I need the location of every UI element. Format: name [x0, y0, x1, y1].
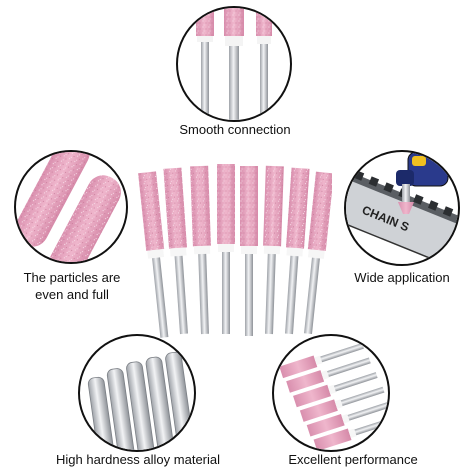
chainsaw-sharpening-image: CHAIN S [346, 152, 458, 264]
caption-performance: Excellent performance [288, 452, 418, 467]
detail-circle-wide-application: CHAIN S [344, 150, 460, 266]
caption-alloy-material: High hardness alloy material [55, 452, 221, 467]
grinding-stone-8 [304, 171, 332, 335]
grinding-stone-2 [163, 167, 188, 335]
product-set-8-grinding-stones [138, 164, 332, 338]
grinding-stone-3 [190, 165, 211, 335]
stacked-stones-image [279, 342, 388, 450]
caption-wide-application: Wide application [354, 270, 450, 285]
detail-circle-performance [272, 334, 390, 452]
detail-circle-alloy-material [78, 334, 196, 452]
caption-particles-line1: The particles are [23, 270, 121, 285]
grinding-stone-6 [263, 165, 284, 335]
alloy-shafts-closeup-image [87, 351, 194, 450]
stone-tips-closeup-image [196, 8, 272, 120]
detail-circle-smooth-connection [176, 6, 292, 122]
caption-particles-line2: even and full [35, 287, 109, 302]
grinding-stone-7 [285, 167, 310, 335]
detail-circle-particles [14, 150, 128, 264]
grinding-stone-1 [138, 171, 169, 338]
grinding-stone-5 [240, 166, 258, 336]
grinding-stone-4 [217, 164, 235, 334]
caption-smooth-connection: Smooth connection [179, 122, 291, 137]
stone-particles-closeup-image [16, 152, 121, 262]
